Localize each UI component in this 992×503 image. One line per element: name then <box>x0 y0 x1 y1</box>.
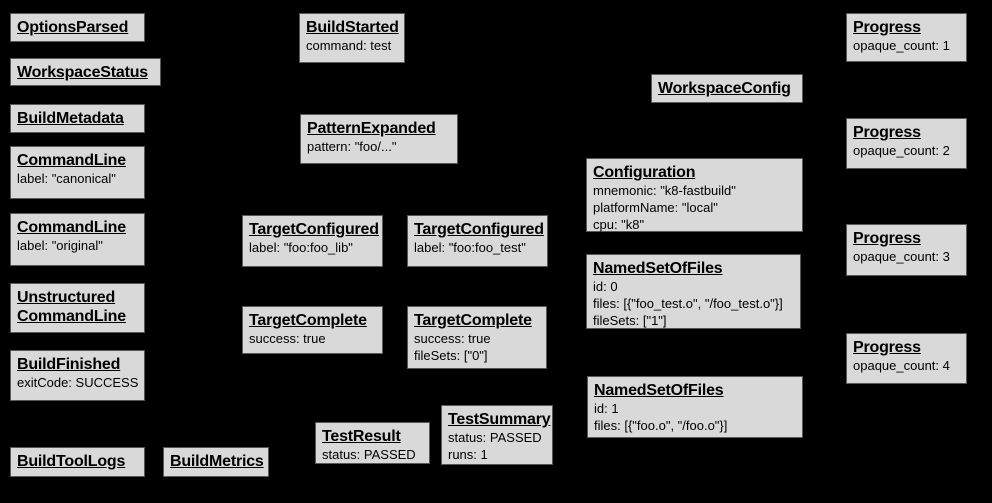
event-title: Progress <box>853 124 921 141</box>
event-box-build-metadata: BuildMetadata <box>10 104 145 133</box>
event-field: opaque_count: 3 <box>853 249 950 264</box>
event-title: CommandLine <box>17 219 126 236</box>
event-field: id: 1 <box>594 401 619 416</box>
event-field: label: "foo:foo_test" <box>414 240 526 255</box>
event-box-target-complete-lib: TargetComplete success: true <box>242 306 383 354</box>
event-box-progress-2: Progress opaque_count: 2 <box>846 118 967 169</box>
event-field: cpu: "k8" <box>593 217 645 232</box>
event-title: TargetComplete <box>249 312 367 329</box>
event-title: WorkspaceStatus <box>17 64 148 81</box>
event-title: BuildStarted <box>306 19 399 36</box>
event-box-target-configured-lib: TargetConfigured label: "foo:foo_lib" <box>242 215 383 267</box>
event-title: BuildMetadata <box>17 110 124 127</box>
event-box-progress-1: Progress opaque_count: 1 <box>846 13 967 62</box>
event-field: opaque_count: 1 <box>853 38 950 53</box>
event-box-build-tool-logs: BuildToolLogs <box>10 447 145 477</box>
event-title: CommandLine <box>17 152 126 169</box>
event-field: label: "foo:foo_lib" <box>249 240 353 255</box>
event-field: command: test <box>306 38 392 53</box>
event-field: platformName: "local" <box>593 200 718 215</box>
event-field: files: [{"foo.o", "/foo.o"}] <box>594 418 728 433</box>
event-title: Progress <box>853 230 921 247</box>
event-field: status: PASSED <box>322 447 416 462</box>
event-box-unstructured-command-line: Unstructured CommandLine <box>10 283 145 333</box>
event-title: TargetConfigured <box>414 221 544 238</box>
event-box-build-finished: BuildFinished exitCode: SUCCESS <box>10 350 145 401</box>
event-title: TestResult <box>322 428 401 445</box>
event-title: BuildMetrics <box>170 453 264 470</box>
event-box-command-line-canonical: CommandLine label: "canonical" <box>10 146 145 199</box>
event-title: WorkspaceConfig <box>658 80 791 97</box>
event-title: NamedSetOfFiles <box>593 260 723 277</box>
event-title: TestSummary <box>448 411 551 428</box>
event-title: NamedSetOfFiles <box>594 382 724 399</box>
event-field: label: "canonical" <box>17 171 116 186</box>
event-box-build-metrics: BuildMetrics <box>163 447 269 477</box>
event-title: Unstructured CommandLine <box>17 289 126 325</box>
event-box-workspace-status: WorkspaceStatus <box>10 58 161 86</box>
event-box-pattern-expanded: PatternExpanded pattern: "foo/..." <box>300 114 458 164</box>
event-title: OptionsParsed <box>17 19 129 36</box>
event-field: fileSets: ["0"] <box>414 348 488 363</box>
event-field: mnemonic: "k8-fastbuild" <box>593 183 736 198</box>
event-box-build-started: BuildStarted command: test <box>299 13 405 63</box>
event-box-named-set-of-files-1: NamedSetOfFiles id: 1 files: [{"foo.o", "/… <box>587 376 803 438</box>
event-box-progress-3: Progress opaque_count: 3 <box>846 224 967 276</box>
event-title: Progress <box>853 19 921 36</box>
event-field: id: 0 <box>593 279 618 294</box>
event-field: opaque_count: 2 <box>853 143 950 158</box>
event-box-test-summary: TestSummary status: PASSED runs: 1 <box>441 405 553 465</box>
event-title: Configuration <box>593 164 696 181</box>
event-title: BuildFinished <box>17 356 121 373</box>
event-title: PatternExpanded <box>307 120 436 137</box>
event-box-named-set-of-files-0: NamedSetOfFiles id: 0 files: [{"foo_test.o… <box>586 254 801 329</box>
event-field: opaque_count: 4 <box>853 358 950 373</box>
event-title: TargetConfigured <box>249 221 379 238</box>
event-field: label: "original" <box>17 238 103 253</box>
event-box-options-parsed: OptionsParsed <box>10 13 145 42</box>
event-box-target-complete-test: TargetComplete success: true fileSets: ["0… <box>407 306 547 369</box>
event-field: success: true <box>249 331 326 346</box>
event-field: fileSets: ["1"] <box>593 313 667 328</box>
event-box-test-result: TestResult status: PASSED <box>315 422 430 464</box>
event-field: exitCode: SUCCESS <box>17 375 139 390</box>
event-title: Progress <box>853 339 921 356</box>
event-box-progress-4: Progress opaque_count: 4 <box>846 333 967 384</box>
event-field: runs: 1 <box>448 447 488 462</box>
event-title: TargetComplete <box>414 312 532 329</box>
event-box-target-configured-test: TargetConfigured label: "foo:foo_test" <box>407 215 548 267</box>
event-field: success: true <box>414 331 491 346</box>
event-field: status: PASSED <box>448 430 542 445</box>
event-box-command-line-original: CommandLine label: "original" <box>10 213 145 266</box>
event-field: files: [{"foo_test.o", "/foo_test.o"}] <box>593 296 783 311</box>
event-box-configuration: Configuration mnemonic: "k8-fastbuild" pla… <box>586 158 803 232</box>
event-box-workspace-config: WorkspaceConfig <box>651 74 803 103</box>
event-title: BuildToolLogs <box>17 453 126 470</box>
event-field: pattern: "foo/..." <box>307 139 397 154</box>
